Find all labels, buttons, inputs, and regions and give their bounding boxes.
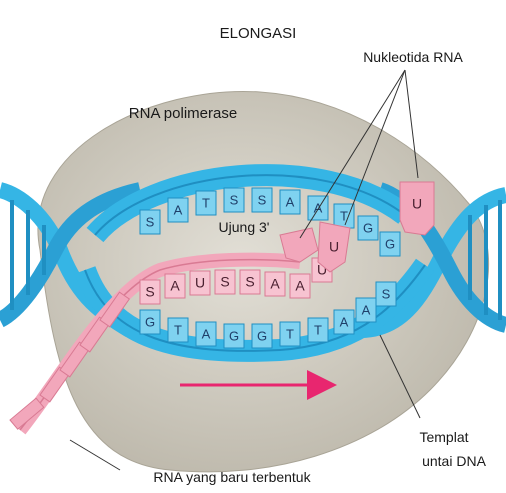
rna-base-letter: U (195, 275, 205, 291)
nucleotide-label: Nukleotida RNA (363, 49, 463, 65)
free-nucleotide: U (400, 182, 434, 235)
template-base-letter: A (362, 302, 371, 317)
free-nucleotide-letter: U (412, 196, 422, 212)
upper-base-letter: S (230, 192, 239, 207)
polymerase-label: RNA polimerase (129, 105, 237, 122)
template-base-letter: G (229, 328, 239, 343)
rna-base-letter: A (295, 278, 305, 294)
rna-base-letter: S (145, 284, 154, 300)
template-base-letter: A (340, 314, 349, 329)
new-rna-label: RNA yang baru terbentuk (153, 469, 311, 485)
upper-base-letter: T (202, 195, 210, 210)
template-base-letter: T (286, 326, 294, 341)
template-base-letter: G (145, 314, 155, 329)
upper-base-letter: A (174, 202, 183, 217)
template-label-line1: Templat (419, 429, 468, 445)
rna-base-letter: S (245, 274, 254, 290)
upper-base-letter: G (363, 220, 373, 235)
rna-base-letter: A (170, 278, 180, 294)
template-label-line2: untai DNA (422, 453, 486, 469)
template-base-letter: S (382, 286, 391, 301)
rna-base-letter: S (220, 274, 229, 290)
upper-base-letter: A (286, 194, 295, 209)
upper-base-letter: G (385, 236, 395, 251)
incoming-u-letter: U (329, 239, 339, 255)
template-base-letter: T (314, 322, 322, 337)
upper-base-letter: S (258, 192, 267, 207)
template-base-letter: A (202, 326, 211, 341)
upper-base-letter: S (146, 214, 155, 229)
template-base-letter: G (257, 328, 267, 343)
template-base-letter: T (174, 322, 182, 337)
end-3-label: Ujung 3' (219, 219, 270, 235)
title: ELONGASI (220, 25, 297, 42)
rna-base-letter: A (270, 276, 280, 292)
